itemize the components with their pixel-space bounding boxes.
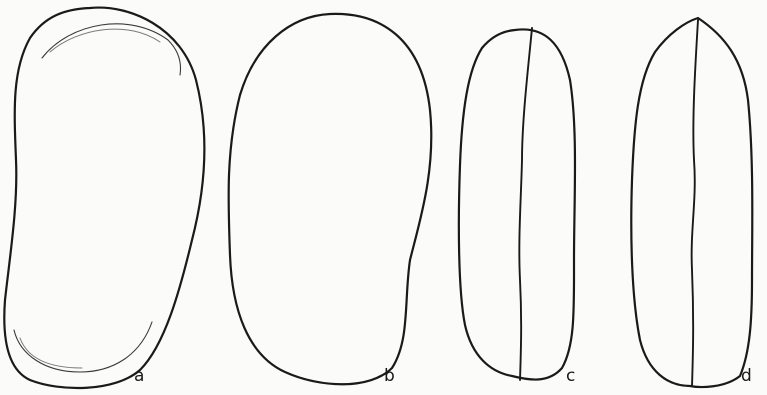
seed-outline-b [229, 14, 432, 384]
rim-line-top-inner-a [50, 29, 160, 52]
panel-label-a: a [134, 366, 144, 386]
panel-c: c [459, 28, 576, 386]
seam-line-d [692, 20, 698, 386]
rim-line-bottom-inner-a [20, 338, 82, 368]
panel-b: b [229, 14, 432, 386]
panel-d: d [631, 18, 752, 387]
panel-label-c: c [566, 366, 575, 386]
seam-line-c [519, 28, 532, 380]
panel-a: a [4, 8, 204, 388]
seed-outline-c [459, 29, 575, 379]
panel-label-b: b [384, 366, 395, 386]
seed-outline-d [631, 18, 752, 387]
rim-line-top-a [42, 24, 181, 75]
panel-label-d: d [741, 366, 752, 386]
rim-line-bottom-a [14, 322, 152, 372]
seed-outline-a [4, 8, 204, 388]
